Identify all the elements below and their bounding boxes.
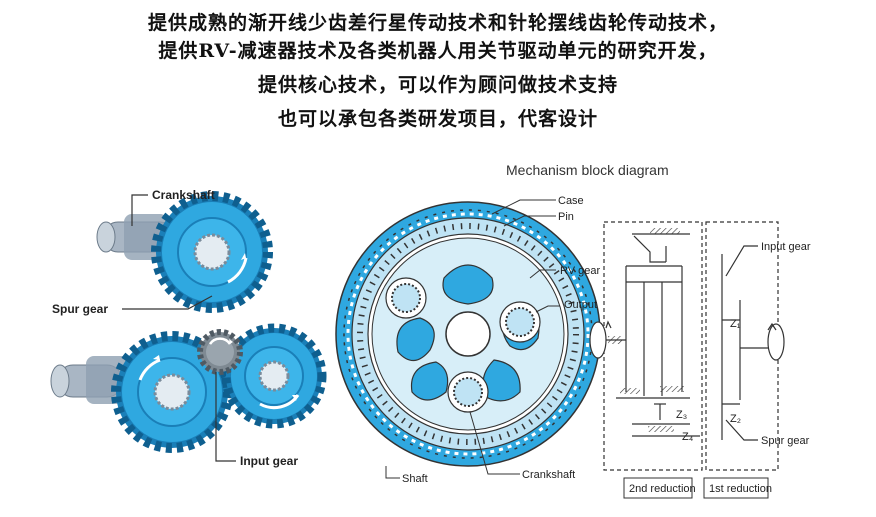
label-crankshaft-left: Crankshaft xyxy=(152,188,215,202)
label-first-reduction: 1st reduction xyxy=(709,483,772,495)
label-z1: Z₁ xyxy=(730,318,741,330)
leader-output xyxy=(535,305,560,313)
input-gear xyxy=(197,329,243,375)
label-spur-gear-right: Spur gear xyxy=(761,435,810,447)
label-second-reduction: 2nd reduction xyxy=(629,483,696,495)
crankshaft-bearings xyxy=(385,277,541,413)
leader-case xyxy=(491,199,556,215)
second-reduction-box xyxy=(623,477,693,499)
spur-gear-top xyxy=(151,191,273,313)
label-output: Output xyxy=(564,299,597,311)
crankshaft-top xyxy=(96,214,175,260)
leader-shaft xyxy=(385,466,400,479)
label-z2: Z₂ xyxy=(730,413,741,425)
schematic xyxy=(589,221,785,471)
label-z3: Z₃ xyxy=(676,409,687,421)
leader-input-gear-left xyxy=(215,372,236,462)
label-crankshaft-right: Crankshaft xyxy=(522,469,575,481)
left-gear-illustration: Crankshaft Spur gear Input gear xyxy=(50,188,327,468)
label-z4: Z₄ xyxy=(682,431,694,443)
label-spur-gear-left: Spur gear xyxy=(52,302,108,316)
leader-pin xyxy=(503,215,556,227)
mechanism-block-diagram: Mechanism block diagram xyxy=(335,162,811,499)
leader-crankshaft-left xyxy=(131,194,148,226)
headline-line-1: 提供成熟的渐开线少齿差行星传动技术和针轮摆线齿轮传动技术， xyxy=(147,12,728,34)
first-reduction-box xyxy=(703,477,769,499)
headline-line-4: 也可以承包各类研发项目，代客设计 xyxy=(277,108,598,130)
label-input-gear-right: Input gear xyxy=(761,241,811,253)
leader-rv-gear xyxy=(529,269,556,279)
label-shaft: Shaft xyxy=(402,473,428,485)
label-pin: Pin xyxy=(558,211,574,223)
headline-line-2: 提供RV-减速器技术及各类机器人用关节驱动单元的研究开发， xyxy=(158,40,718,62)
diagram-title: Mechanism block diagram xyxy=(506,162,669,178)
spur-gear-bottom-right xyxy=(221,323,327,429)
label-input-gear-left: Input gear xyxy=(240,454,298,468)
headline-line-3: 提供核心技术，可以作为顾问做技术支持 xyxy=(257,74,618,96)
pin-ring xyxy=(357,223,579,445)
leader-spur-gear-left xyxy=(122,295,213,310)
leader-crankshaft-right xyxy=(469,411,520,475)
label-rv-gear: RV gear xyxy=(560,265,600,277)
label-case: Case xyxy=(558,195,584,207)
